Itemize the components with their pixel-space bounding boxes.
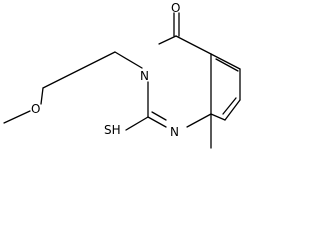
bond-c4-c4a — [175, 35, 212, 55]
bond-c4a-c5 — [210, 53, 241, 70]
molecule-structure: O N N SH O — [3, 1, 241, 149]
bond-c2-n1-double — [151, 111, 167, 121]
atom-o-carbonyl: O — [171, 1, 180, 15]
bond-ch2-ch2 — [42, 51, 116, 89]
bond-c4-n3 — [158, 35, 177, 45]
atom-sh: SH — [104, 123, 121, 137]
bond-c2-n1 — [147, 116, 167, 128]
atom-o-ether: O — [31, 102, 40, 116]
structure-canvas: O N N SH O — [3, 1, 241, 149]
bond-n1-c8a — [186, 113, 212, 128]
bond-c6-c7 — [224, 99, 241, 121]
atom-n1: N — [170, 125, 179, 139]
bond-c7-c8 — [210, 113, 226, 121]
bond-ch2-o — [40, 87, 44, 105]
bond-c2-sh — [125, 116, 149, 131]
bond-c4a-c5-double — [215, 58, 239, 72]
atom-n3: N — [140, 69, 149, 83]
bond-c6-c7-double — [222, 97, 237, 115]
bond-n3-ch2 — [114, 51, 143, 69]
bond-o-ch3 — [3, 110, 31, 124]
